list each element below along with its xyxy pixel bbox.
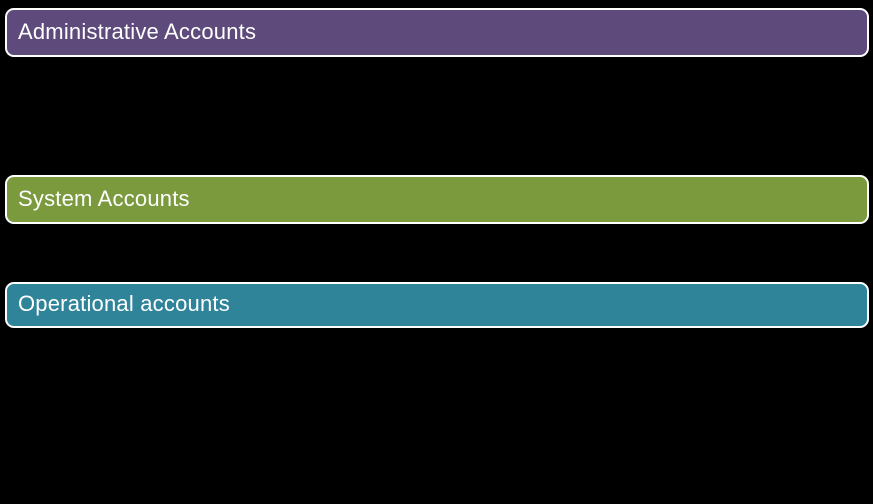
operational-accounts-banner: Operational accounts bbox=[5, 282, 869, 328]
administrative-accounts-banner: Administrative Accounts bbox=[5, 8, 869, 57]
administrative-accounts-label: Administrative Accounts bbox=[18, 18, 257, 44]
system-accounts-banner: System Accounts bbox=[5, 175, 869, 224]
operational-accounts-label: Operational accounts bbox=[18, 291, 230, 316]
system-accounts-label: System Accounts bbox=[18, 185, 190, 211]
